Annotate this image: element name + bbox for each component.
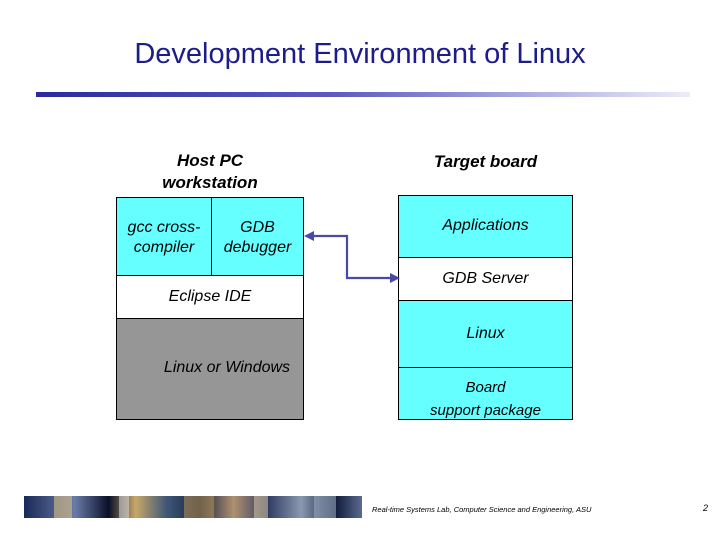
- footer-text: Real-time Systems Lab, Computer Science …: [372, 505, 592, 514]
- bsp-line1: Board: [465, 379, 506, 396]
- title-underline: [36, 92, 690, 97]
- host-pc-heading-line1: Host PC: [176, 151, 244, 170]
- gcc-box-line1: gcc cross-: [127, 219, 201, 236]
- gdb-server-label: GDB Server: [442, 270, 529, 287]
- bsp-line2: support package: [430, 402, 541, 419]
- host-os-box: Linux or Windows: [116, 318, 304, 420]
- target-linux-label: Linux: [466, 325, 505, 342]
- host-pc-heading: Host PC workstation: [130, 150, 290, 194]
- arrow-head-left: [304, 231, 314, 241]
- applications-label: Applications: [442, 217, 529, 234]
- host-os-label: Linux or Windows: [163, 359, 291, 376]
- gdb-box-line2: debugger: [223, 239, 292, 256]
- host-pc-heading-line2: workstation: [162, 173, 258, 192]
- gdb-box-line1: GDB: [240, 219, 275, 236]
- gdb-debugger-box: GDB debugger: [211, 197, 304, 276]
- target-linux-box: Linux: [398, 300, 573, 368]
- board-support-package-box: Board support package: [398, 367, 573, 420]
- eclipse-ide-label: Eclipse IDE: [168, 288, 252, 305]
- footer-banner-image: [24, 496, 362, 518]
- debug-connection-arrow-line: [312, 234, 392, 280]
- eclipse-ide-box: Eclipse IDE: [116, 275, 304, 319]
- gcc-box-line2: compiler: [133, 239, 195, 256]
- gdb-server-box: GDB Server: [398, 257, 573, 301]
- gcc-cross-compiler-box: gcc cross- compiler: [116, 197, 212, 276]
- debug-connection-arrow: [304, 231, 400, 283]
- applications-box: Applications: [398, 195, 573, 258]
- arrow-head-right: [390, 273, 400, 283]
- page-number: 2: [703, 503, 709, 513]
- target-board-heading: Target board: [433, 152, 538, 171]
- slide-title: Development Environment of Linux: [134, 38, 586, 70]
